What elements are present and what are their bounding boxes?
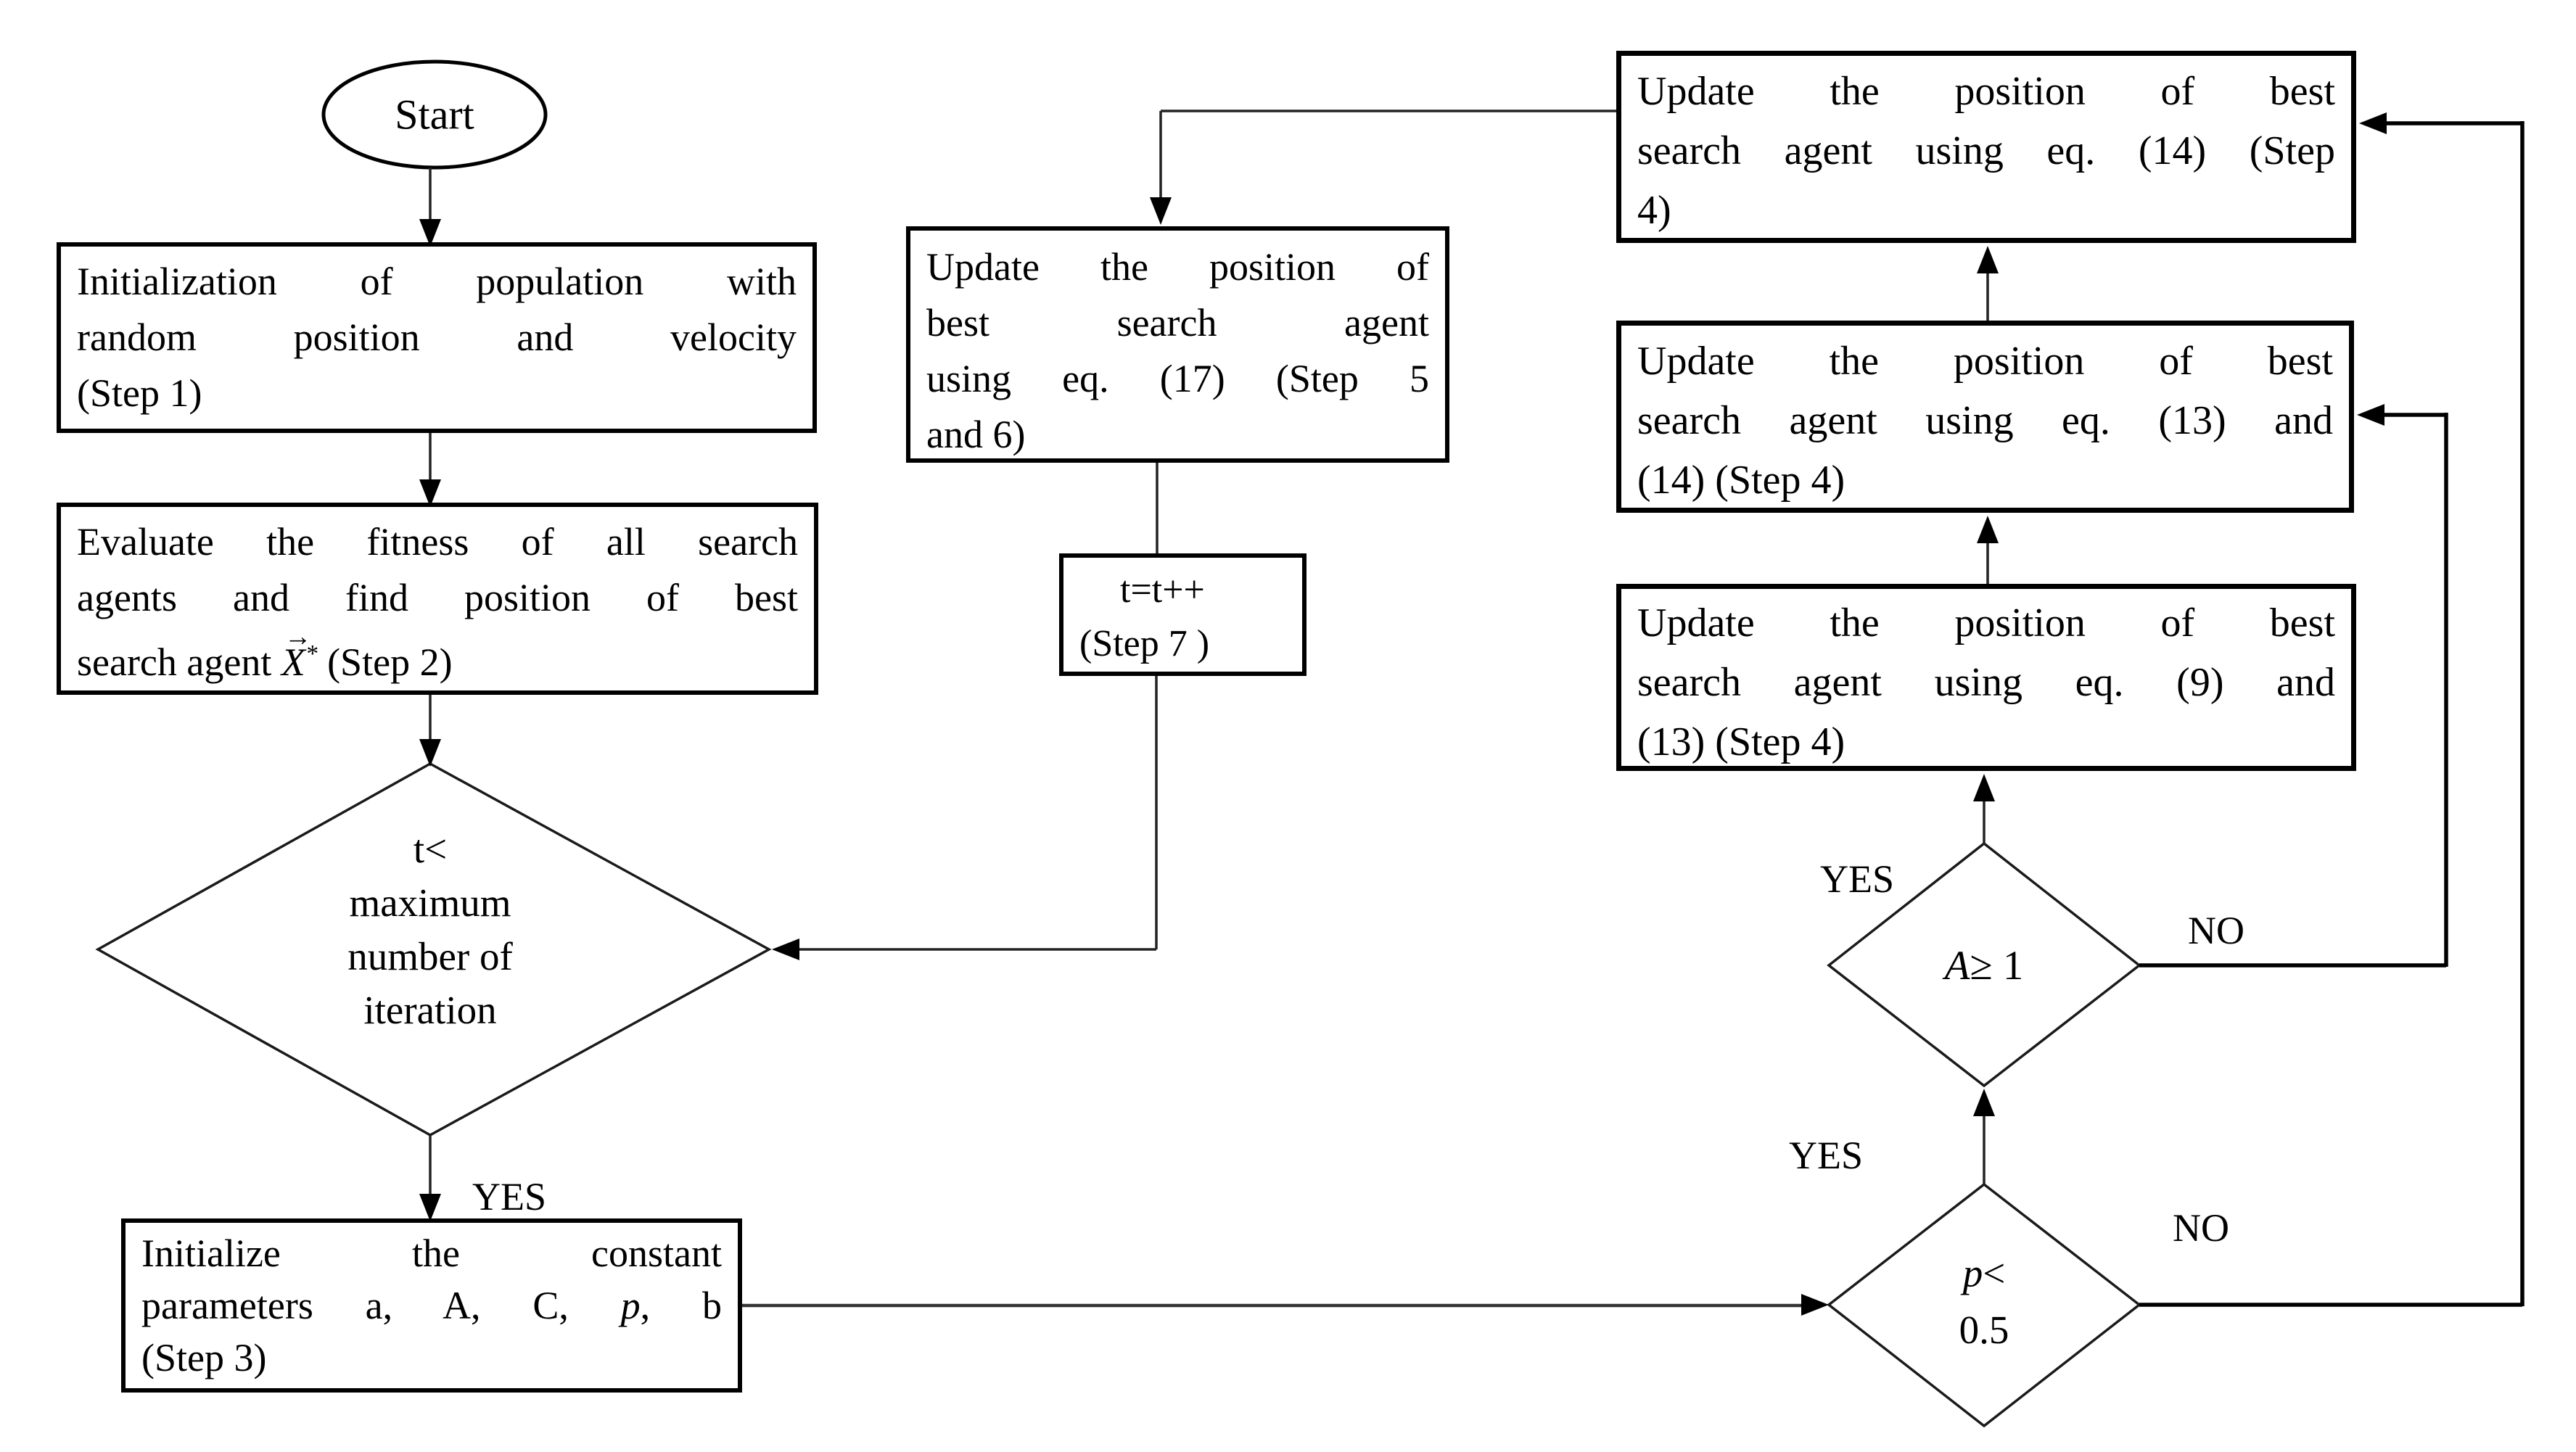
arrowhead-into-eq1314-bottom [1977, 516, 1999, 543]
eq14-line: search agent using eq. (14) (Step [1637, 128, 2335, 173]
vector-x-symbol: →X* [281, 622, 318, 690]
iteration-decision-text: t< maximum number of iteration [213, 822, 648, 1037]
arrowhead-into-iteration-right [772, 939, 799, 960]
step56-line: and 6) [926, 413, 1026, 456]
step2-line: Evaluate the fitness of all search [77, 520, 798, 564]
step3-param-p: p [620, 1284, 641, 1327]
iteration-text-line: number of [347, 934, 513, 978]
edge-label-p-no: NO [2173, 1206, 2229, 1250]
a-decision-shape [1827, 841, 2141, 1088]
process-box-step2: Evaluate the fitness of all search agent… [57, 503, 818, 695]
step3-line: Initialize the constant [141, 1232, 722, 1275]
arrowhead-into-step1 [419, 219, 441, 247]
arrowhead-into-eq14-right [2359, 112, 2387, 134]
vector-star: * [305, 640, 318, 667]
step56-line: using eq. (17) (Step 5 [926, 357, 1429, 400]
step1-line: (Step 1) [77, 371, 202, 415]
step7-line: t=t++ [1120, 569, 1205, 611]
step3-line: (Step 3) [141, 1336, 267, 1379]
p-value: 0.5 [1959, 1308, 2009, 1352]
p-decision-text: p< 0.5 [1875, 1245, 2093, 1358]
process-box-step4-eq9-13: Update the position of best search agent… [1616, 584, 2356, 771]
process-box-step5-6: Update the position of best search agent… [906, 226, 1449, 463]
arrowhead-into-step2 [419, 479, 441, 507]
p-decision-shape [1827, 1182, 2141, 1428]
arrowhead-into-step3 [419, 1194, 441, 1221]
step2-formula-prefix: search agent [77, 640, 281, 684]
arrowhead-into-eq913 [1973, 774, 1995, 801]
step56-line: Update the position of [926, 245, 1429, 289]
arrowhead-into-p [1801, 1294, 1829, 1316]
process-box-step1: Initialization of population with random… [57, 242, 817, 433]
arrowhead-into-step56 [1150, 197, 1172, 225]
process-box-step4-eq13-14: Update the position of best search agent… [1616, 321, 2354, 513]
a-decision-text: A≥ 1 [1875, 940, 2093, 992]
step3-line-params: parameters a, A, C, p, b [141, 1279, 722, 1332]
vector-x: X [281, 640, 305, 684]
arrowhead-into-a [1973, 1089, 1995, 1116]
step3-params-prefix: parameters a, A, C, [141, 1284, 621, 1327]
vector-arrow-icon: → [284, 622, 312, 653]
step2-line: agents and find position of best [77, 576, 798, 619]
arrowhead-into-eq1314-right [2357, 404, 2384, 426]
eq913-line: search agent using eq. (9) and [1637, 660, 2335, 705]
process-box-step4-eq14: Update the position of best search agent… [1616, 51, 2356, 243]
edge-label-a-yes: YES [1819, 857, 1895, 901]
eq1314-line: search agent using eq. (13) and [1637, 398, 2333, 443]
step1-line: Initialization of population with [77, 260, 797, 303]
eq14-line: 4) [1637, 188, 1671, 233]
step2-formula-suffix: (Step 2) [317, 640, 453, 684]
start-label: Start [395, 91, 474, 139]
eq913-line: (13) (Step 4) [1637, 719, 1845, 764]
a-condition: ≥ 1 [1970, 943, 2024, 989]
a-symbol: A [1944, 943, 1970, 989]
step7-line: (Step 7 ) [1079, 623, 1210, 664]
eq14-line: Update the position of best [1637, 69, 2335, 114]
step2-line-formula: search agent →X* (Step 2) [77, 622, 798, 690]
step1-line: random position and velocity [77, 315, 797, 359]
step56-line: best search agent [926, 301, 1429, 345]
iteration-text-line: t< [413, 827, 448, 871]
edge-label-a-no: NO [2188, 909, 2244, 952]
eq913-line: Update the position of best [1637, 601, 2335, 645]
iteration-text-line: iteration [363, 988, 497, 1032]
eq1314-line: Update the position of best [1637, 339, 2333, 384]
p-symbol: p [1962, 1251, 1983, 1295]
step3-params-suffix: , b [640, 1284, 722, 1327]
arrowhead-into-iteration [419, 739, 441, 767]
p-operator: < [1983, 1251, 2006, 1295]
process-box-step7: t=t++ (Step 7 ) [1059, 553, 1306, 676]
edge-label-iteration-yes: YES [472, 1175, 547, 1218]
eq1314-line: (14) (Step 4) [1637, 458, 1845, 503]
start-terminator-shape [321, 59, 548, 170]
process-box-step3: Initialize the constant parameters a, A,… [121, 1218, 742, 1393]
edge-label-p-yes: YES [1788, 1134, 1864, 1177]
arrowhead-into-eq14-bottom [1977, 246, 1999, 273]
iteration-text-line: maximum [349, 880, 511, 925]
